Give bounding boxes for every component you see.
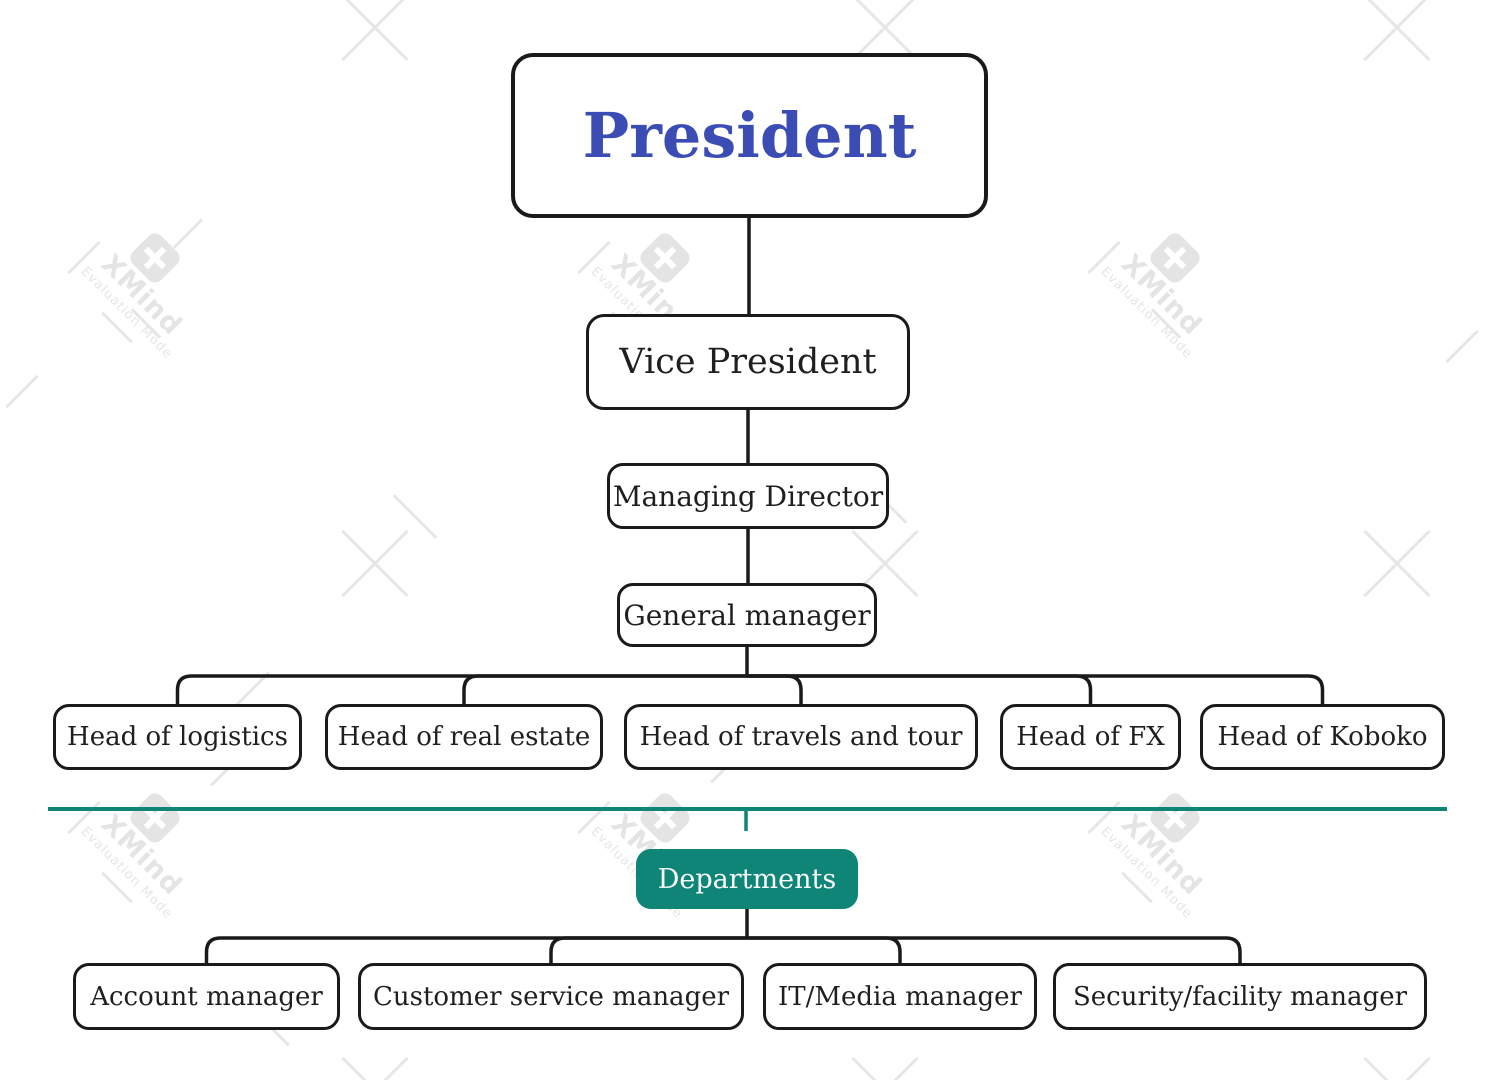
node-customer-service-manager-label: Customer service manager <box>372 981 730 1012</box>
node-general-manager-label: General manager <box>623 598 871 632</box>
connector-gm-travels <box>747 674 803 705</box>
node-account-manager-label: Account manager <box>90 981 323 1012</box>
connector-gm-realestate <box>462 674 747 705</box>
node-it-media-manager-label: IT/Media manager <box>778 981 1022 1012</box>
connector-dept-itmedia <box>747 936 902 964</box>
node-managing-director[interactable]: Managing Director <box>607 463 889 529</box>
node-head-of-fx-label: Head of FX <box>1016 722 1165 752</box>
node-head-of-logistics-label: Head of logistics <box>67 722 288 752</box>
connector-dept-security <box>747 936 1242 964</box>
node-president-label: President <box>582 99 917 172</box>
node-head-of-koboko-label: Head of Koboko <box>1217 722 1428 752</box>
node-departments-label: Departments <box>657 863 837 895</box>
node-head-of-koboko[interactable]: Head of Koboko <box>1200 704 1445 770</box>
connector-dept-account <box>204 936 747 964</box>
connector-gm-koboko <box>747 674 1325 705</box>
node-account-manager[interactable]: Account manager <box>73 963 340 1030</box>
node-head-of-logistics[interactable]: Head of logistics <box>53 704 302 770</box>
node-departments[interactable]: Departments <box>636 849 858 909</box>
node-security-facility-manager-label: Security/facility manager <box>1072 981 1408 1012</box>
node-customer-service-manager[interactable]: Customer service manager <box>358 963 744 1030</box>
node-vice-president-label: Vice President <box>619 342 877 382</box>
node-head-of-travels-and-tour-label: Head of travels and tour <box>639 722 963 752</box>
node-managing-director-label: Managing Director <box>612 479 884 513</box>
node-security-facility-manager[interactable]: Security/facility manager <box>1053 963 1427 1030</box>
node-head-of-travels-and-tour[interactable]: Head of travels and tour <box>624 704 978 770</box>
node-head-of-real-estate-label: Head of real estate <box>337 722 591 752</box>
node-general-manager[interactable]: General manager <box>617 583 877 647</box>
node-it-media-manager[interactable]: IT/Media manager <box>763 963 1037 1030</box>
node-vice-president[interactable]: Vice President <box>586 314 910 410</box>
node-head-of-real-estate[interactable]: Head of real estate <box>325 704 603 770</box>
node-president[interactable]: President <box>511 53 988 218</box>
connector-gm-logistics <box>175 674 747 705</box>
connector-dept-customer <box>549 936 747 964</box>
node-head-of-fx[interactable]: Head of FX <box>1000 704 1181 770</box>
